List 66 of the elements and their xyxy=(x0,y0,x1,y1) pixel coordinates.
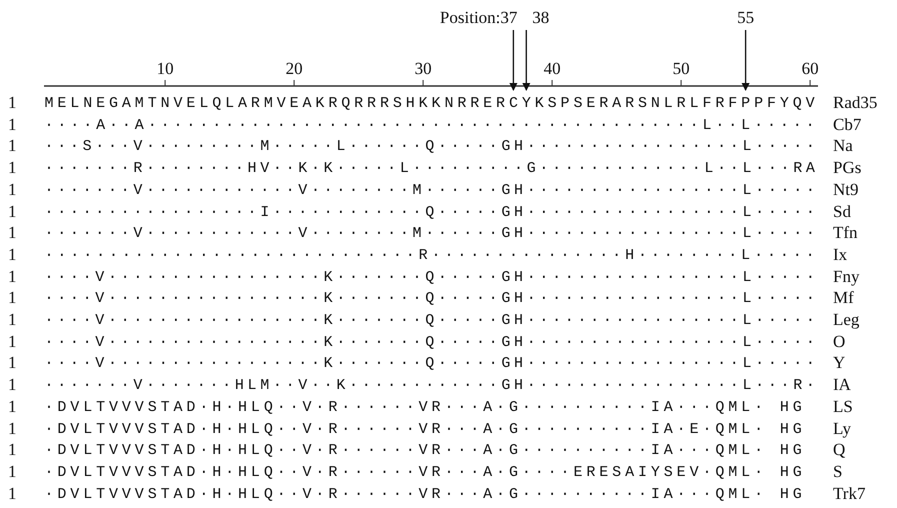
sequence-row: ·······V············V········M······GH·················L····· xyxy=(44,226,819,242)
sequence-name: Ix xyxy=(833,246,848,263)
sequence-name: IA xyxy=(833,376,851,394)
row-number: 1 xyxy=(8,376,16,394)
sequence-name: Mf xyxy=(833,289,854,306)
sequence-row: ····V·················K·······Q·····GH·················L····· xyxy=(44,313,819,328)
tick-label: 10 xyxy=(156,60,174,77)
sequence-name: Ly xyxy=(833,420,851,436)
sequence-name: LS xyxy=(833,398,853,415)
sequence-name: Rad35 xyxy=(833,94,878,111)
row-number: 1 xyxy=(8,180,16,198)
sequence-name: Tfn xyxy=(833,224,858,242)
sequence-name: Y xyxy=(833,354,846,372)
row-number: 1 xyxy=(8,159,16,176)
sequence-row: ····V·················K·······Q·····GH·················L····· xyxy=(44,356,819,372)
sequence-row: MELNEGAMTNVELQLARMVEAKRQRRRSHKKNRRERCYKSPSERARSNLRLFRFPPFYQV xyxy=(44,96,819,111)
row-number: 1 xyxy=(8,354,16,372)
position-label: 55 xyxy=(737,9,754,26)
row-number: 1 xyxy=(8,268,16,285)
sequence-name: Nt9 xyxy=(833,180,858,198)
sequence-row: ····V·················K·······Q·····GH·················L····· xyxy=(44,334,819,350)
row-number: 1 xyxy=(8,202,16,220)
sequence-row: ·················I············Q·····GH·················L····· xyxy=(44,204,819,220)
sequence-row: ····V·················K·······Q·····GH·················L····· xyxy=(44,270,819,285)
row-number: 1 xyxy=(8,441,16,458)
sequence-name: Q xyxy=(833,441,846,458)
sequence-name: Trk7 xyxy=(833,484,866,502)
tick-label: 30 xyxy=(414,60,432,77)
sequence-row: ···S···V·········M·····L······Q·····GH·················L····· xyxy=(44,139,819,154)
row-number: 1 xyxy=(8,224,16,242)
sequence-name: Na xyxy=(833,137,853,154)
sequence-name: PGs xyxy=(833,159,862,176)
row-number: 1 xyxy=(8,332,16,350)
row-number: 1 xyxy=(8,311,16,328)
sequence-name: Fny xyxy=(833,268,860,285)
sequence-row: ····V·················K·······Q·····GH·················L····· xyxy=(44,291,819,306)
sequence-name: Sd xyxy=(833,202,851,220)
sequence-row: ·······V·······HLM··V··K············GH·················L···R· xyxy=(44,378,819,394)
row-number: 1 xyxy=(8,116,16,133)
row-number: 1 xyxy=(8,246,16,263)
row-number: 1 xyxy=(8,484,16,502)
position-label: 38 xyxy=(532,9,550,26)
row-number: 1 xyxy=(8,398,16,415)
row-number: 1 xyxy=(8,94,16,111)
sequence-row: ·····························R···············H········L····· xyxy=(44,248,819,263)
tick-label: 40 xyxy=(544,60,561,77)
row-number: 1 xyxy=(8,137,16,154)
row-number: 1 xyxy=(8,420,16,436)
row-number: 1 xyxy=(8,462,16,480)
sequence-row-text: ·DVLTVVVSTAD·H·HLQ··V·R······VR···A·G··········IA···QML· HG xyxy=(44,400,807,415)
tick-label: 60 xyxy=(802,60,819,77)
sequence-row: ·······V············V········M······GH·················L····· xyxy=(44,182,819,198)
sequence-name: S xyxy=(833,462,842,480)
sequence-row: ·······R········HV··K·K·····L·········G·············L··L···RA xyxy=(44,161,819,176)
tick-label: 20 xyxy=(286,60,303,77)
sequence-row-text: ·DVLTVVVSTAD·H·HLQ··V·R······VR···A·G··········IA···QML· HG xyxy=(44,486,807,502)
sequence-row-text: ·DVLTVVVSTAD·H·HLQ··V·R······VR···A·G··········IA···QML· HG xyxy=(44,443,807,458)
sequence-row-text: ·DVLTVVVSTAD·H·HLQ··V·R······VR···A·G····ERESAIYSEV·QML· HG xyxy=(44,464,807,480)
row-number: 1 xyxy=(8,289,16,306)
sequence-row-text: ·DVLTVVVSTAD·H·HLQ··V·R······VR···A·G··········IA·E·QML· HG xyxy=(44,422,807,436)
sequence-name: O xyxy=(833,332,846,350)
position-label: Position:37 xyxy=(440,9,518,26)
sequence-name: Leg xyxy=(833,311,860,328)
sequence-name: Cb7 xyxy=(833,116,862,133)
tick-label: 50 xyxy=(672,60,690,77)
sequence-row: ····A··A···········································L··L····· xyxy=(44,118,819,133)
